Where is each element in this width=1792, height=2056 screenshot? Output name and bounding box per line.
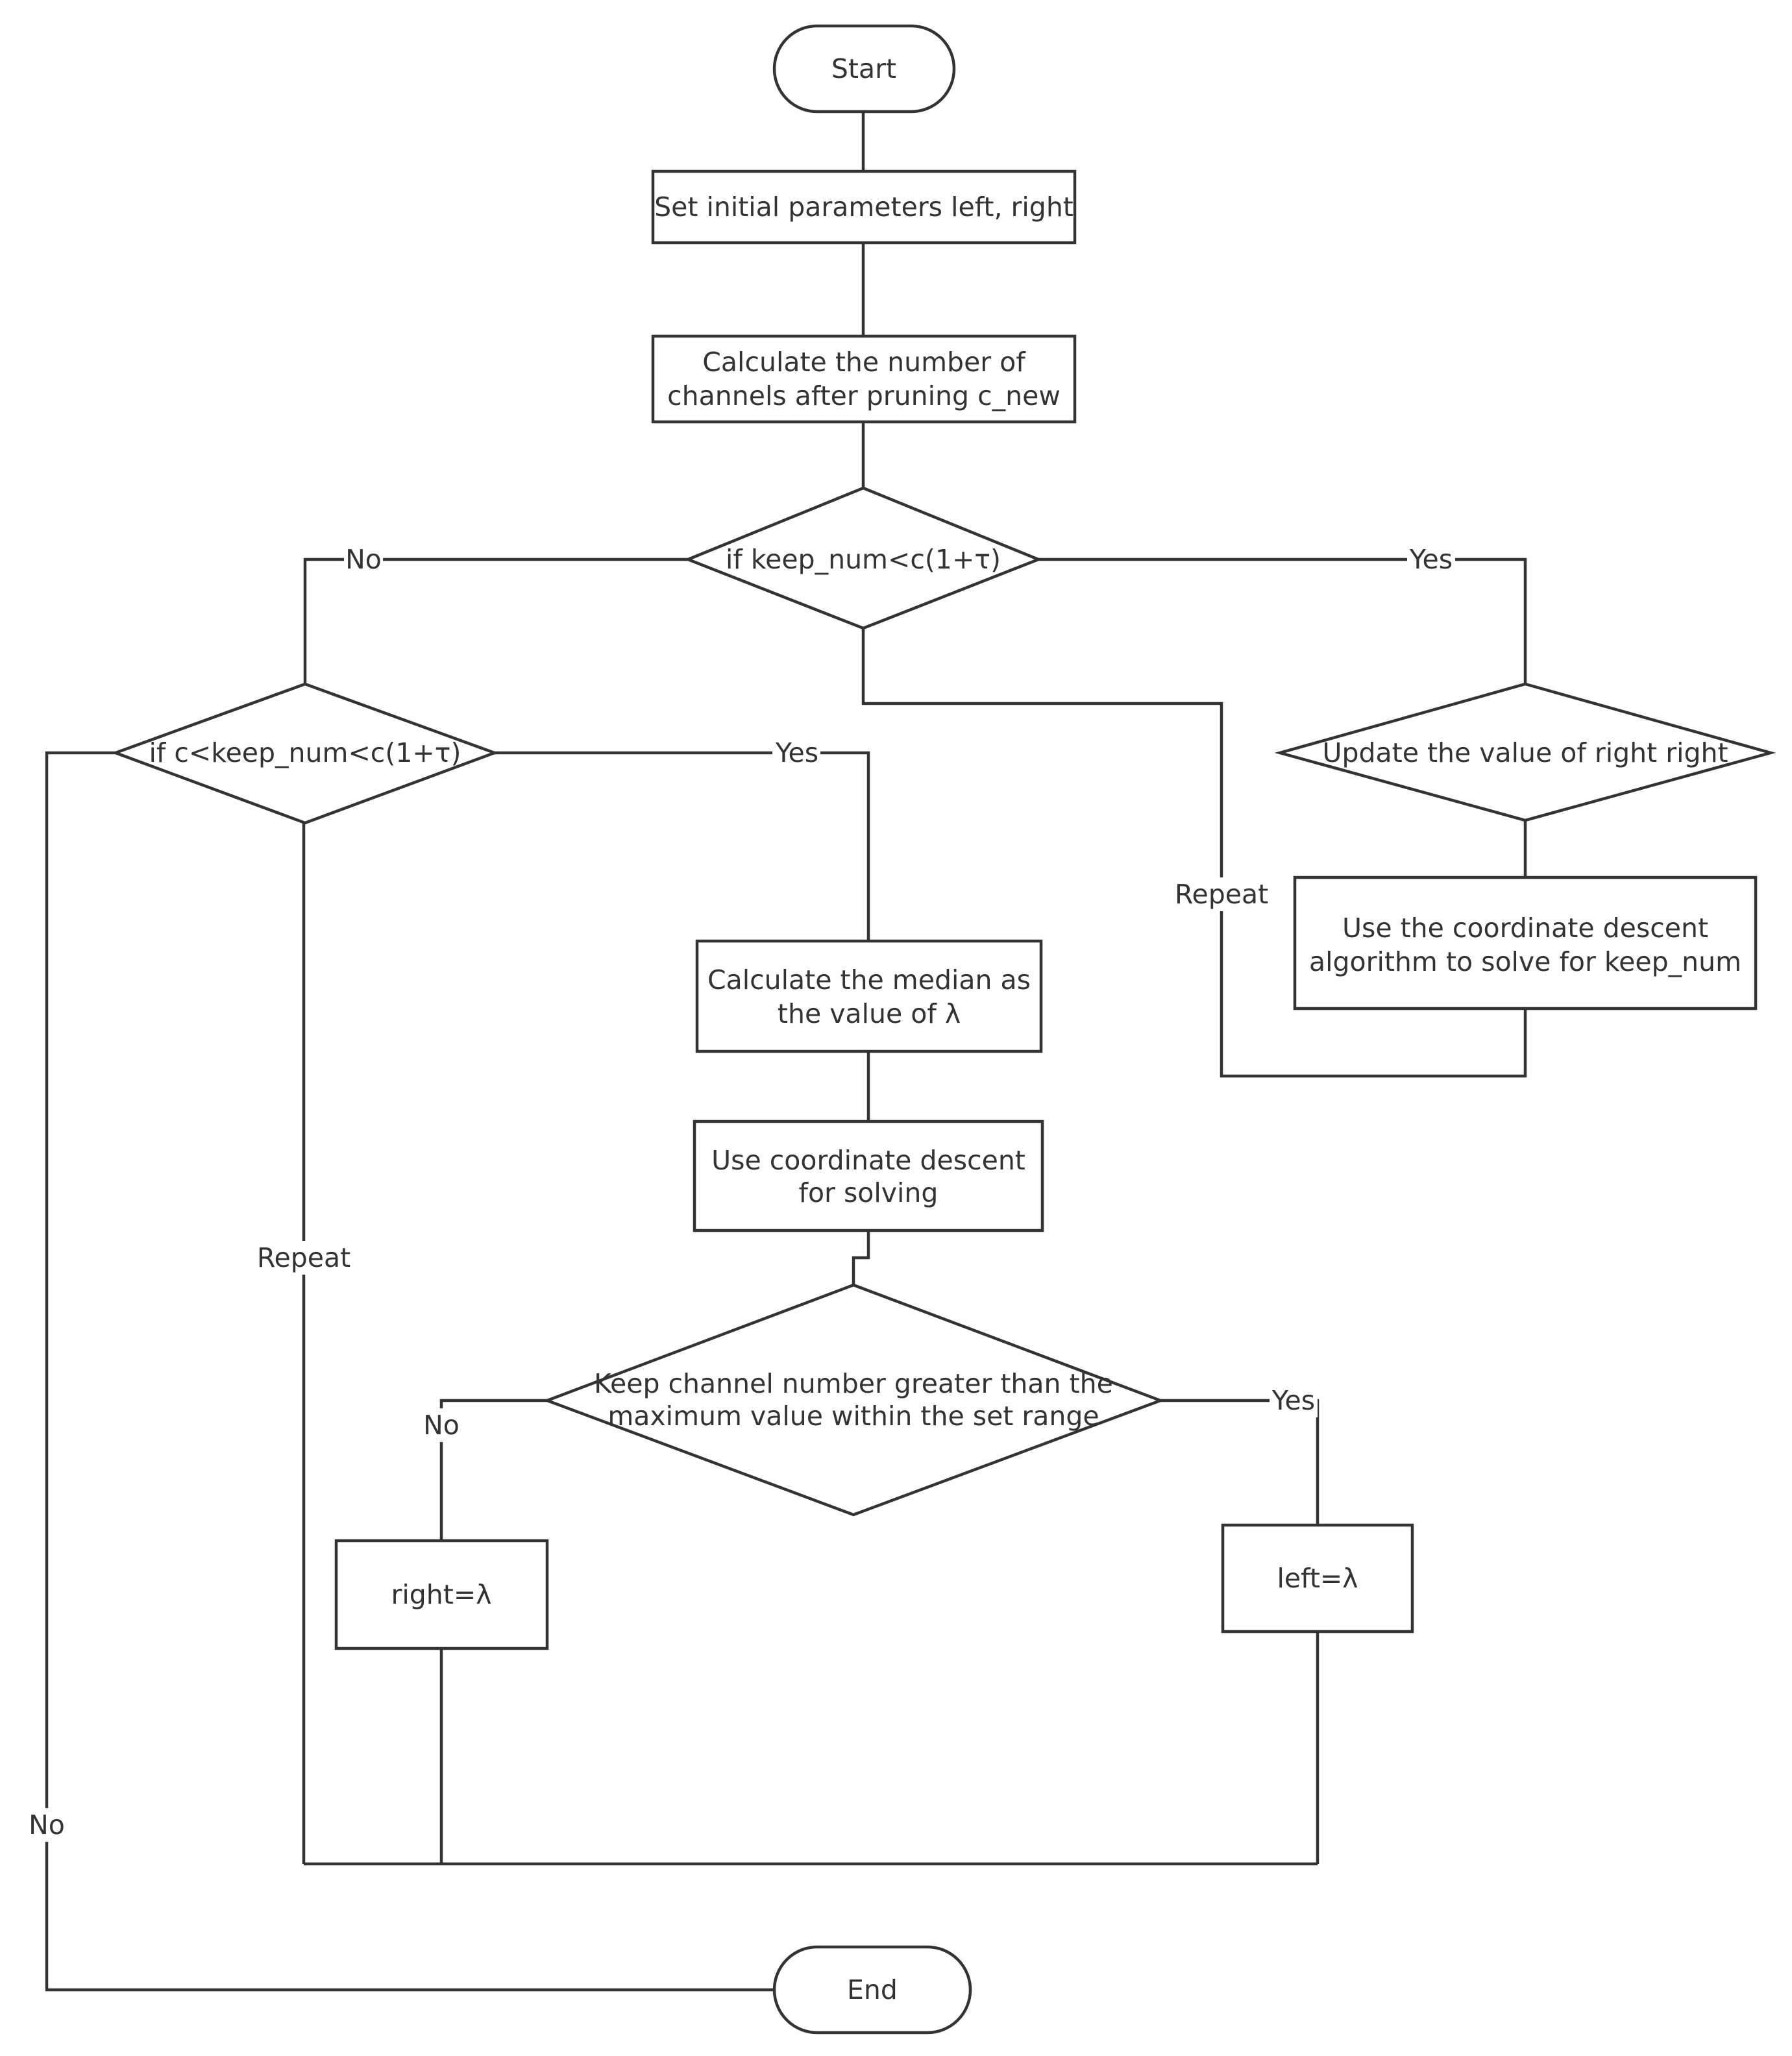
node-calc-channels-line-1: Calculate the number of	[702, 347, 1026, 378]
edge-cond-keep-yes	[1038, 557, 1527, 684]
node-update-right-label: Update the value of right right	[1322, 737, 1728, 768]
node-right-lambda: right=λ	[334, 1539, 549, 1650]
node-cond-range: if c<keep_num<c(1+τ)	[111, 682, 499, 825]
node-cond-max-line-2: maximum value within the set range	[608, 1401, 1099, 1432]
edge-cond-max-no	[439, 1399, 547, 1541]
node-left-lambda: left=λ	[1221, 1523, 1414, 1634]
edge-label-no-range: No	[29, 1809, 65, 1841]
edge-label-repeat-right: Repeat	[1175, 879, 1268, 910]
node-end: End	[772, 1945, 972, 2035]
edge-label-yes-keep: Yes	[1409, 544, 1453, 575]
node-end-label: End	[847, 1974, 898, 2005]
node-set-params: Set initial parameters left, right	[651, 169, 1077, 245]
node-coord-descent-solve: Use coordinate descent for solving	[693, 1120, 1044, 1232]
edge-cond-range-yes	[495, 751, 870, 941]
node-calc-median-line-1: Calculate the median as	[707, 964, 1031, 996]
edge-label-no-max: No	[423, 1410, 460, 1441]
node-calc-channels: Calculate the number of channels after p…	[651, 334, 1077, 424]
node-coord-descent-keep-line-1: Use the coordinate descent	[1342, 912, 1708, 944]
node-start: Start	[772, 24, 956, 114]
node-cond-range-label: if c<keep_num<c(1+τ)	[149, 737, 461, 768]
node-cond-max: Keep channel number greater than the max…	[543, 1283, 1165, 1517]
node-left-lambda-label: left=λ	[1277, 1563, 1358, 1594]
node-coord-descent-solve-line-1: Use coordinate descent	[711, 1145, 1025, 1176]
node-update-right: Update the value of right right	[1274, 682, 1776, 822]
node-calc-channels-line-2: channels after pruning c_new	[667, 380, 1061, 411]
node-coord-descent-solve-line-2: for solving	[799, 1177, 939, 1208]
node-cond-keep-label: if keep_num<c(1+τ)	[726, 544, 1001, 575]
node-cond-max-line-1: Keep channel number greater than the	[594, 1368, 1113, 1399]
node-right-lambda-label: right=λ	[391, 1579, 492, 1610]
edge-cond-range-no	[45, 751, 774, 1992]
edge-label-yes-max: Yes	[1271, 1385, 1315, 1416]
node-calc-median: Calculate the median as the value of λ	[695, 939, 1043, 1053]
node-start-label: Start	[831, 53, 896, 84]
edge-cond-keep-no	[303, 557, 688, 684]
edge-label-repeat-left: Repeat	[257, 1242, 350, 1273]
edge-label-no-keep: No	[345, 544, 382, 575]
node-coord-descent-keep-line-2: algorithm to solve for keep_num	[1309, 946, 1741, 977]
edge-label-yes-range: Yes	[775, 737, 818, 768]
edge-coord-solve-to-cond-max	[852, 1230, 870, 1285]
node-coord-descent-keep: Use the coordinate descent algorithm to …	[1293, 875, 1758, 1010]
node-calc-median-line-2: the value of λ	[778, 998, 961, 1029]
node-cond-keep: if keep_num<c(1+τ)	[683, 486, 1043, 630]
edge-labels: No Yes Yes No No Yes Repeat Repeat	[26, 543, 1455, 1842]
edge-cond-max-yes	[1160, 1399, 1319, 1525]
node-set-params-label: Set initial parameters left, right	[654, 191, 1074, 223]
